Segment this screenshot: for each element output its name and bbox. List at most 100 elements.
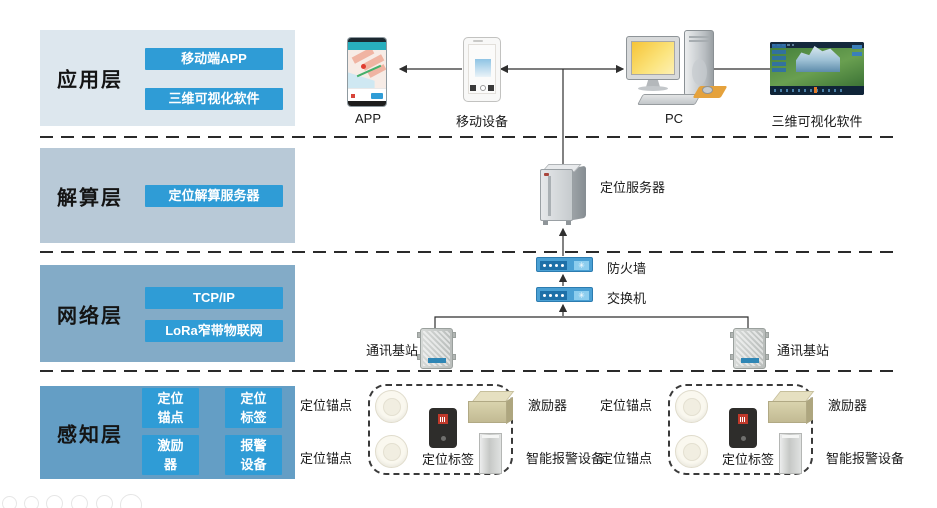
exciter-icon (468, 391, 515, 425)
camera-shutter-icon (480, 85, 486, 91)
chip-3d-visualization-software: 三维可视化软件 (145, 88, 283, 110)
app-map-view (348, 50, 386, 88)
watermark-icon (2, 496, 17, 508)
app-header-bar (348, 42, 386, 50)
monitor-base (638, 86, 668, 91)
card-action-button (371, 93, 383, 99)
sensor-group-right: 定位标签 (668, 384, 815, 475)
separator-network-perception (40, 370, 896, 372)
watermark-icon (46, 495, 63, 508)
layer-panel-application: 应用层 移动端APP 三维可视化软件 (40, 30, 295, 126)
chip-positioning-server: 定位解算服务器 (145, 185, 283, 207)
switch-icon: ✳ (536, 287, 593, 302)
tower-vents (689, 36, 709, 44)
alarm-cap (782, 435, 799, 438)
station-tab (765, 354, 769, 360)
chip-positioning-tag: 定位 标签 (225, 388, 282, 428)
server-foot (543, 221, 548, 225)
layer-title-network: 网络层 (57, 305, 123, 327)
server-foot (566, 221, 571, 225)
separator-computing-network (40, 251, 896, 253)
server-label: 定位服务器 (600, 180, 666, 195)
firewall-fan-icon: ✳ (574, 261, 589, 270)
layer-panel-perception: 感知层 定位 锚点 定位 标签 激励 器 报警 设备 (40, 386, 295, 479)
positioning-anchor-icon (375, 435, 408, 468)
tag-sos-icon (438, 414, 448, 424)
server-front-face (540, 169, 573, 221)
tag-label: 定位标签 (721, 452, 774, 467)
keyboard (637, 94, 701, 105)
station-tab (765, 332, 769, 338)
firewall-label: 防火墙 (607, 261, 647, 276)
exciter-front-face (468, 401, 507, 423)
station-label-strip (428, 358, 446, 363)
station-tab (730, 332, 734, 338)
watermark-icon (24, 496, 39, 508)
mobile-device-icon (463, 37, 501, 102)
pc-monitor (626, 36, 680, 80)
viz-titlebar (770, 42, 864, 48)
pc-screen (631, 41, 675, 75)
station-left-label: 通讯基站 (366, 343, 419, 358)
chip-positioning-anchor: 定位 锚点 (142, 388, 199, 428)
chip-exciter: 激励 器 (142, 435, 199, 475)
mobile-device-label: 移动设备 (455, 114, 508, 129)
exciter-label: 激励器 (828, 398, 868, 413)
anchor-label: 定位锚点 (600, 398, 653, 413)
positioning-server-icon (540, 164, 590, 225)
server-drive-strip (548, 176, 551, 216)
station-label-strip (741, 358, 759, 363)
anchor-label: 定位锚点 (600, 451, 653, 466)
layer-title-application: 应用层 (57, 69, 123, 92)
camera-control-left (470, 85, 476, 91)
alarm-label: 智能报警设备 (826, 451, 905, 466)
app-bottom-card (348, 88, 386, 101)
pc-tower (684, 30, 714, 96)
comm-base-station-right-icon (730, 328, 769, 369)
watermark-icon (96, 495, 113, 508)
station-tab (417, 354, 421, 360)
tag-button (740, 436, 746, 441)
chip-tcp-ip: TCP/IP (145, 287, 283, 309)
viz-highlight-marker (814, 87, 817, 93)
anchor-label: 定位锚点 (300, 451, 353, 466)
switch-ports (540, 291, 567, 300)
server-power-led (544, 173, 549, 176)
layer-title-perception: 感知层 (57, 424, 123, 446)
pc-label: PC (664, 111, 684, 126)
chip-alarm-device: 报警 设备 (225, 435, 282, 475)
watermark-icon (120, 494, 142, 508)
app-navbar (348, 101, 386, 106)
positioning-anchor-icon (375, 390, 408, 423)
positioning-tag-icon (729, 408, 757, 448)
station-tab (452, 354, 456, 360)
sensor-group-left: 定位标签 (368, 384, 515, 475)
smart-alarm-icon (779, 433, 802, 474)
alarm-label: 智能报警设备 (526, 451, 605, 466)
mouse (702, 86, 713, 94)
chip-lora-iot: LoRa窄带物联网 (145, 320, 283, 342)
viz-left-menu (772, 44, 786, 74)
watermark-icon (71, 495, 88, 508)
separator-application-computing (40, 136, 896, 138)
comm-base-station-left-icon (417, 328, 456, 369)
alarm-cap (482, 435, 499, 438)
layer-panel-network: 网络层 TCP/IP LoRa窄带物联网 (40, 265, 295, 362)
tag-label: 定位标签 (421, 452, 474, 467)
app-label: APP (354, 111, 381, 126)
tag-button (440, 436, 446, 441)
switch-label: 交换机 (607, 291, 647, 306)
viz-right-panel (852, 45, 862, 59)
phone-photo-thumbnail (475, 59, 491, 77)
station-tab (730, 354, 734, 360)
station-tab (417, 332, 421, 338)
chip-mobile-app: 移动端APP (145, 48, 283, 70)
map-location-pin-icon (361, 64, 366, 69)
anchor-label: 定位锚点 (300, 398, 353, 413)
app-screenshot-icon (348, 38, 386, 106)
3d-visualization-screenshot (770, 42, 864, 95)
tower-panel (692, 59, 707, 85)
card-marker-icon (351, 94, 355, 98)
tag-sos-icon (738, 414, 748, 424)
camera-control-right (488, 85, 494, 91)
